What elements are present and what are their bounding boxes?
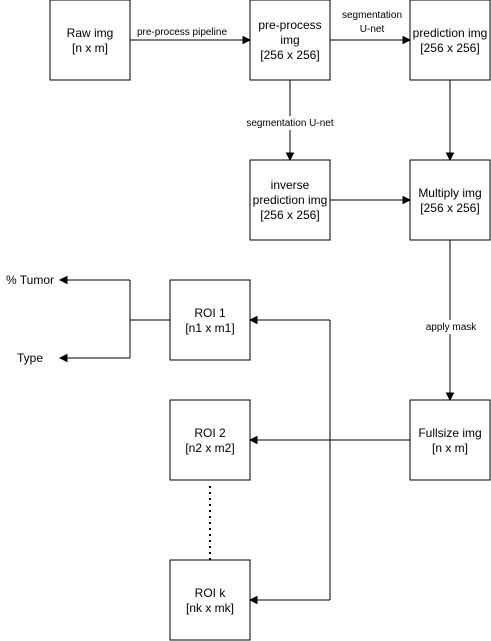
node-multiply-line2: [256 x 256]: [420, 201, 479, 215]
node-inverse-line1: inverse: [271, 178, 310, 192]
edge-bus-to-roik: [248, 440, 331, 605]
output-type-label: Type: [17, 351, 43, 365]
edge-fullsize-to-roi2: [248, 435, 410, 445]
node-prediction-img-line1: prediction img: [413, 26, 488, 40]
node-roi-k: ROI k [nk x mk]: [169, 559, 251, 641]
node-preprocess-img-line3: [256 x 256]: [260, 48, 319, 62]
node-preprocess-img-line1: pre-process: [258, 18, 321, 32]
node-prediction-img-line2: [256 x 256]: [420, 41, 479, 55]
edge-multiply-to-fullsize: [445, 240, 455, 402]
edge-label-segmentation-unet: segmentation U-net: [246, 118, 333, 129]
node-multiply-line1: Multiply img: [418, 186, 481, 200]
node-roik-line1: ROI k: [195, 586, 227, 600]
edge-label-apply-mask: apply mask: [426, 322, 478, 333]
edge-label-bg: [420, 320, 480, 334]
node-roi1-line2: [n1 x m1]: [185, 321, 234, 335]
node-roi2-line2: [n2 x m2]: [185, 441, 234, 455]
node-inverse-prediction-img: inverse prediction img [256 x 256]: [249, 159, 331, 241]
node-roi2-line1: ROI 2: [194, 426, 226, 440]
node-roi1-line1: ROI 1: [194, 306, 226, 320]
edge-roi1-to-outputs: [58, 275, 170, 363]
edge-label-unet-top: U-net: [360, 24, 385, 35]
node-inverse-line2: prediction img: [253, 193, 328, 207]
node-prediction-img: prediction img [256 x 256]: [409, 0, 491, 81]
node-multiply-img: Multiply img [256 x 256]: [409, 159, 491, 241]
node-inverse-line3: [256 x 256]: [260, 208, 319, 222]
edge-inverse-to-multiply: [330, 195, 412, 205]
output-tumor-label: % Tumor: [6, 273, 54, 287]
node-raw-img: Raw img [n x m]: [49, 0, 131, 81]
node-fullsize-img: Fullsize img [n x m]: [409, 399, 491, 481]
edge-label-preprocess-pipeline: pre-process pipeline: [137, 27, 227, 38]
edge-prediction-to-multiply: [445, 80, 455, 162]
node-preprocess-img-line2: img: [280, 33, 299, 47]
node-fullsize-line2: [n x m]: [432, 441, 468, 455]
node-roi-1: ROI 1 [n1 x m1]: [169, 279, 251, 361]
node-raw-img-line2: [n x m]: [72, 41, 108, 55]
node-fullsize-line1: Fullsize img: [418, 426, 481, 440]
node-roi-2: ROI 2 [n2 x m2]: [169, 399, 251, 481]
node-roik-line2: [nk x mk]: [186, 601, 234, 615]
edge-label-bg: [131, 25, 233, 39]
edge-preprocess-to-prediction: [330, 35, 412, 45]
node-raw-img-line1: Raw img: [67, 26, 114, 40]
edge-bus-to-roi1: [248, 315, 331, 440]
edge-label-bg: [240, 116, 340, 130]
node-preprocess-img: pre-process img [256 x 256]: [249, 0, 331, 81]
edge-label-segmentation-top: segmentation: [342, 10, 402, 21]
edge-raw-to-preprocess: [130, 35, 252, 45]
